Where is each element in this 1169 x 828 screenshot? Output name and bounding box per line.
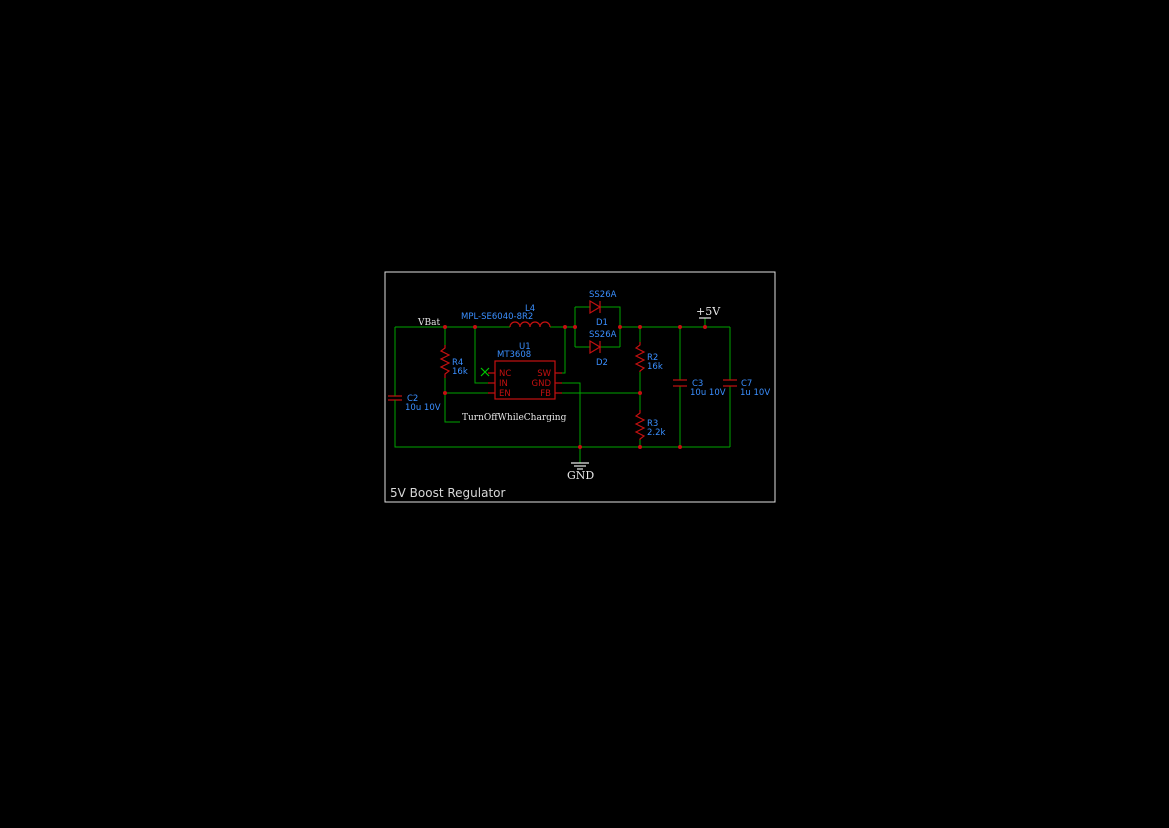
- wire-sw-node: [555, 326, 575, 374]
- r3-ref: R3: [647, 419, 658, 429]
- u1-pin-sw: SW: [537, 369, 551, 379]
- d1-ref: D1: [596, 318, 608, 328]
- inductor-l4[interactable]: L4 MPL-SE6040-8R2: [461, 304, 551, 328]
- u1-value: MT3608: [497, 350, 531, 360]
- u1-pin-in: IN: [499, 379, 508, 389]
- c2-value: 10u 10V: [405, 403, 441, 413]
- net-gnd-label: GND: [567, 469, 594, 482]
- resistor-r4[interactable]: R4 16k: [439, 345, 468, 378]
- wires: [394, 306, 731, 463]
- r2-ref: R2: [647, 353, 658, 363]
- r2-value: 16k: [647, 362, 663, 372]
- net-5v-label: +5V: [696, 305, 721, 318]
- ic-u1[interactable]: U1 MT3608 NC IN EN SW GND FB: [480, 342, 562, 400]
- sheet-frame: [384, 271, 776, 503]
- wire-ic-gnd: [555, 382, 581, 447]
- diode-d2[interactable]: SS26A D2: [589, 330, 617, 368]
- wire-en-label: [444, 378, 460, 423]
- r4-value: 16k: [452, 367, 468, 377]
- c2-ref: C2: [407, 394, 418, 404]
- net-enable-label: TurnOffWhileCharging: [462, 413, 567, 423]
- u1-pin-gnd: GND: [532, 379, 552, 389]
- u1-pin-fb: FB: [540, 389, 551, 399]
- resistor-r3[interactable]: R3 2.2k: [634, 410, 666, 440]
- gnd-symbol: GND: [567, 462, 594, 482]
- resistor-r2[interactable]: R2 16k: [634, 342, 663, 372]
- c7-ref: C7: [741, 379, 752, 389]
- l4-ref: L4: [525, 304, 535, 314]
- capacitor-c7[interactable]: C7 1u 10V: [723, 379, 770, 398]
- u1-pin-nc: NC: [499, 369, 511, 379]
- r3-value: 2.2k: [647, 428, 666, 438]
- power-flag-5v: +5V: [696, 305, 721, 319]
- wire-d1-cathode: [600, 306, 621, 347]
- u1-ref: U1: [519, 342, 531, 352]
- sheet-title: 5V Boost Regulator: [390, 486, 505, 500]
- capacitor-c2[interactable]: C2 10u 10V: [388, 393, 441, 413]
- d1-value: SS26A: [589, 290, 617, 300]
- wire-ic-in: [474, 327, 495, 384]
- diode-d1[interactable]: SS26A D1: [589, 290, 617, 328]
- junctions: [443, 325, 707, 449]
- r4-ref: R4: [452, 358, 463, 368]
- c7-value: 1u 10V: [740, 388, 770, 398]
- l4-value: MPL-SE6040-8R2: [461, 312, 533, 322]
- d2-value: SS26A: [589, 330, 617, 340]
- capacitor-c3[interactable]: C3 10u 10V: [673, 379, 726, 398]
- wire-gnd-left: [394, 403, 580, 448]
- c3-value: 10u 10V: [690, 388, 726, 398]
- net-vbat-label: VBat: [417, 318, 440, 328]
- c3-ref: C3: [692, 379, 703, 389]
- d2-ref: D2: [596, 358, 608, 368]
- u1-pin-en: EN: [499, 389, 511, 399]
